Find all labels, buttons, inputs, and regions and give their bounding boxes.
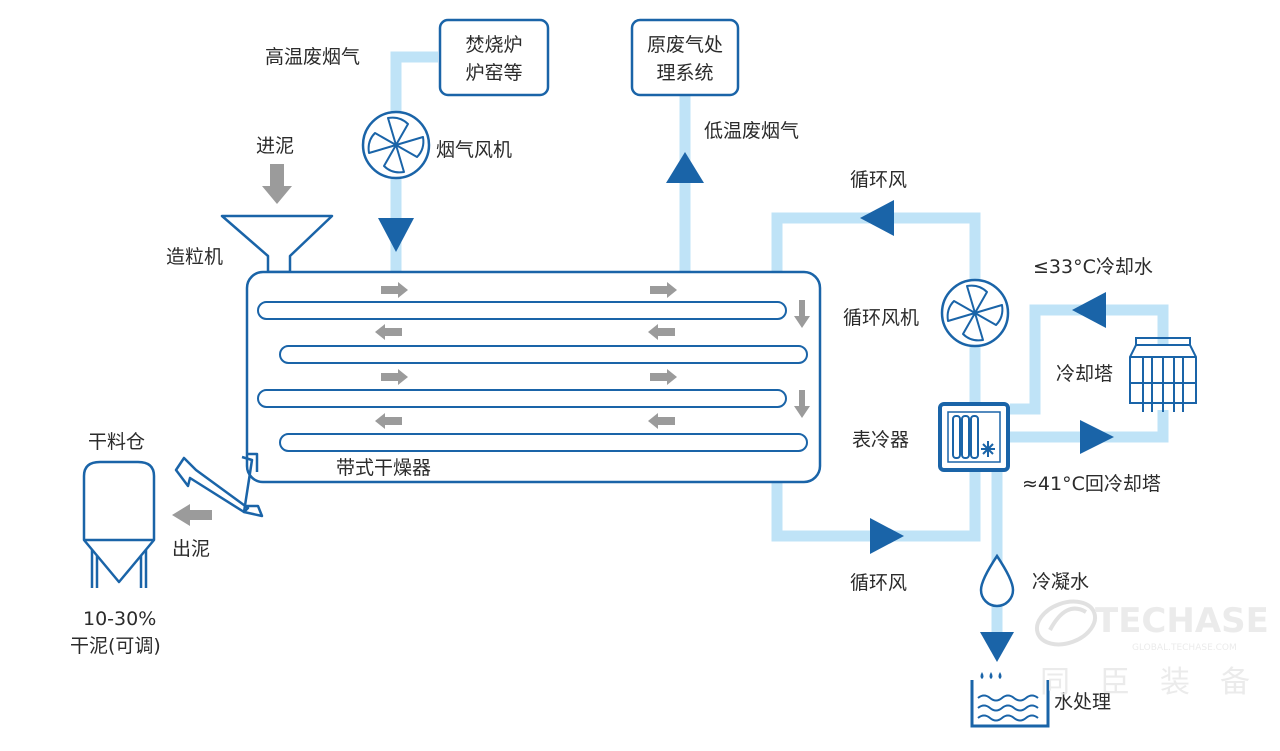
flow-arrows [378, 152, 1114, 662]
techase-logo-icon [1034, 599, 1098, 647]
watermark-cn: 同臣装备 [1040, 665, 1280, 700]
belt-2 [279, 345, 808, 364]
labels: 高温废烟气 低温废烟气 烟气风机 进泥 造粒机 循环风 循环风机 ≤33°C冷却… [70, 46, 1161, 713]
circ-air-right-arrow [870, 518, 904, 554]
dry-silo-label: 干料仓 [88, 431, 145, 453]
exhaust-up-arrow [666, 152, 704, 183]
low-temp-gas-label: 低温废烟气 [704, 120, 799, 142]
hot-gas-down-arrow [378, 218, 414, 252]
belt-dryer [245, 270, 822, 484]
granulator-label: 造粒机 [166, 246, 223, 268]
original-gas-system-box: 原废气处 理系统 [630, 18, 740, 97]
condensate-label: 冷凝水 [1032, 571, 1089, 593]
watermark-brand: TECHASE [1095, 601, 1269, 641]
dry-silo-icon [82, 460, 156, 588]
hot-gas-pipe [390, 51, 438, 272]
water-treatment-label: 水处理 [1054, 691, 1111, 713]
granulator-hopper-icon [220, 214, 334, 274]
incinerator-box: 焚烧炉 炉窑等 [438, 18, 550, 97]
high-temp-gas-label: 高温废烟气 [265, 46, 360, 68]
sludge-in-label: 进泥 [256, 135, 294, 157]
circ-air-bottom-label: 循环风 [850, 572, 907, 594]
return-tower-label: ≈41°C回冷却塔 [1022, 473, 1161, 495]
cooling-tower-label: 冷却塔 [1056, 363, 1113, 385]
condensate-down-arrow [980, 632, 1014, 662]
circ-fan-label: 循环风机 [843, 307, 919, 329]
cooling-tower-icon [1129, 337, 1197, 412]
surface-cooler-icon [938, 402, 1010, 472]
water-drop-icon [979, 553, 1015, 608]
belt-4 [279, 433, 808, 452]
discharge-conveyor-icon [174, 452, 264, 518]
belt-1 [257, 301, 787, 320]
sludge-out-arrow [172, 504, 212, 526]
belt-3 [257, 389, 787, 408]
water-treatment-tank-icon [970, 672, 1050, 728]
smoke-fan-icon [361, 110, 431, 180]
incinerator-label-1: 焚烧炉 [465, 34, 522, 56]
circulation-fan-icon [940, 278, 1010, 348]
original-gas-label-1: 原废气处 [647, 34, 723, 56]
sludge-out-label: 出泥 [172, 538, 210, 560]
incinerator-label-2: 炉窑等 [465, 62, 522, 84]
circ-air-left-arrow [860, 200, 894, 236]
watermark-url: GLOBAL.TECHASE.COM [1132, 643, 1237, 653]
cooling-water-return-pipe [1010, 410, 1169, 443]
surface-cooler-label: 表冷器 [852, 429, 909, 451]
cooling-water-left-arrow [1072, 292, 1106, 328]
dry-sludge-adjust-label: 干泥(可调) [70, 635, 161, 657]
cooling-water-supply-pipe [1010, 304, 1169, 415]
dry-sludge-pct-label: 10-30% [83, 608, 156, 630]
original-gas-label-2: 理系统 [656, 62, 713, 84]
return-water-right-arrow [1080, 420, 1114, 454]
sludge-in-arrow [262, 164, 292, 204]
smoke-fan-label: 烟气风机 [436, 139, 512, 161]
techase-watermark: TECHASE GLOBAL.TECHASE.COM 同臣装备 [1034, 599, 1280, 700]
belt-dryer-label: 带式干燥器 [336, 457, 431, 479]
cooling-water-in-label: ≤33°C冷却水 [1033, 256, 1153, 278]
circ-air-top-label: 循环风 [850, 169, 907, 191]
